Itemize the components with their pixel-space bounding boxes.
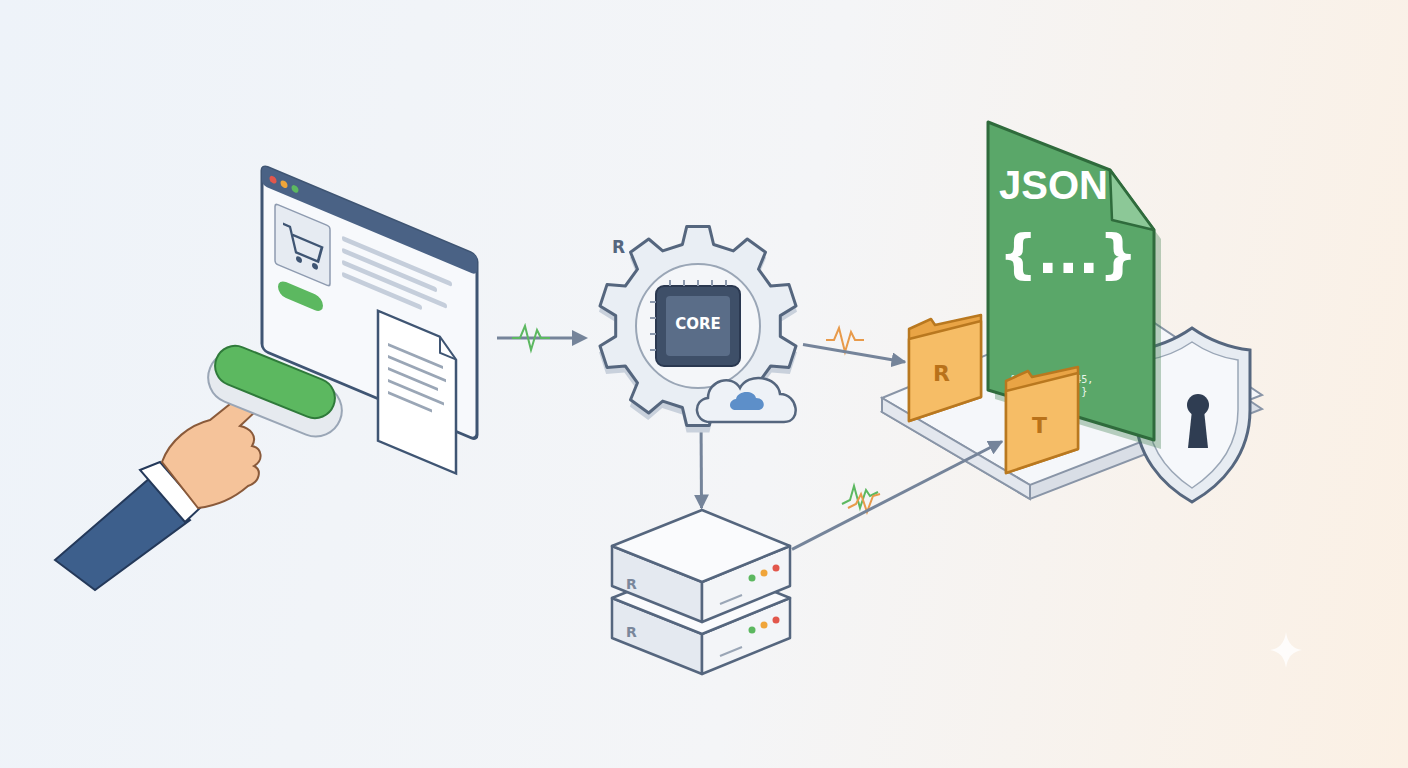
flow-connector [701, 432, 702, 508]
document-sheet [378, 311, 456, 474]
flow-connector [792, 442, 1002, 550]
signal-pulse-part [848, 494, 880, 512]
connector-line [803, 345, 905, 363]
server-stack-outline-part [749, 575, 756, 582]
browser-window-part [270, 175, 277, 185]
server-stack-outline-part [720, 595, 742, 604]
document-sheet-part [440, 337, 456, 360]
server-stack-outline-part [773, 617, 780, 624]
document-title: JSON [999, 162, 1108, 208]
browser-window-part [296, 255, 302, 264]
connector-line [700, 432, 703, 508]
browser-window-part [283, 224, 322, 263]
folder-letter: T [1032, 413, 1047, 438]
core-gear-outline-part [650, 280, 726, 350]
folder-icon: R [905, 315, 985, 423]
connector-line [792, 442, 1002, 550]
server-stack: RR [612, 508, 792, 683]
server-stack-outline-part [761, 622, 768, 629]
core-gear-outline-part [730, 392, 764, 410]
browser-window-part [292, 184, 299, 194]
core-gear-outline-part [656, 286, 740, 366]
core-gear: R CORE [598, 222, 803, 432]
browser-window-part [275, 204, 330, 287]
core-gear-outline-part-part [669, 280, 671, 286]
core-gear-outline-part [697, 378, 796, 422]
document-sheet-part [388, 367, 438, 391]
gear-letter: R [612, 238, 625, 258]
browser-window-part [312, 262, 318, 271]
pointing-hand [55, 381, 274, 590]
folder-icon-outline-part [909, 315, 981, 421]
document-sheet-part [388, 391, 432, 412]
server-stack-outline [612, 508, 792, 683]
folder-icon: T [1002, 367, 1082, 475]
server-stack-outline-part [761, 570, 768, 577]
folder-icon-outline-part [909, 321, 981, 421]
flow-connector [803, 345, 905, 363]
core-gear-outline-part-part [697, 280, 699, 286]
folder-icon-outline-part [1006, 367, 1078, 473]
json-braces: {...} [999, 224, 1137, 286]
server-letter: R [626, 576, 637, 592]
core-gear-outline-part-part [683, 280, 685, 286]
signal-pulse-part [512, 326, 550, 350]
core-gear-outline-part-part [650, 349, 656, 351]
flow-arrow-part [572, 330, 588, 346]
chip-label: CORE [656, 316, 740, 333]
document-sheet-part [388, 343, 443, 369]
signal-pulse-part [826, 328, 864, 352]
core-gear-outline-part-part [711, 280, 713, 286]
core-gear-outline-part-part [650, 333, 656, 335]
core-gear-outline-part-part [650, 301, 656, 303]
document-sheet-part [388, 355, 446, 382]
server-stack-outline-part [749, 627, 756, 634]
folder-letter: R [933, 361, 950, 386]
core-gear-outline-part-part [650, 317, 656, 319]
browser-window-part [342, 272, 422, 311]
json-document-outline-part [1110, 170, 1154, 230]
server-stack-outline-part [773, 565, 780, 572]
sparkle-mark [1270, 632, 1302, 668]
browser-window-part [281, 179, 288, 189]
server-letter: R [626, 624, 637, 640]
server-stack-outline-part [720, 647, 742, 656]
core-gear-outline-part [600, 227, 796, 426]
server-stack-outline-part [612, 510, 790, 582]
folder-icon-outline-part [1006, 373, 1078, 473]
document-sheet-part [378, 311, 456, 474]
security-shield-part [1188, 410, 1208, 448]
browser-window-part [342, 260, 447, 309]
core-gear-outline-part-part [725, 280, 727, 286]
document-sheet-part [388, 379, 444, 406]
browser-window-part [278, 279, 323, 314]
core-gear-outline-part [636, 264, 760, 388]
